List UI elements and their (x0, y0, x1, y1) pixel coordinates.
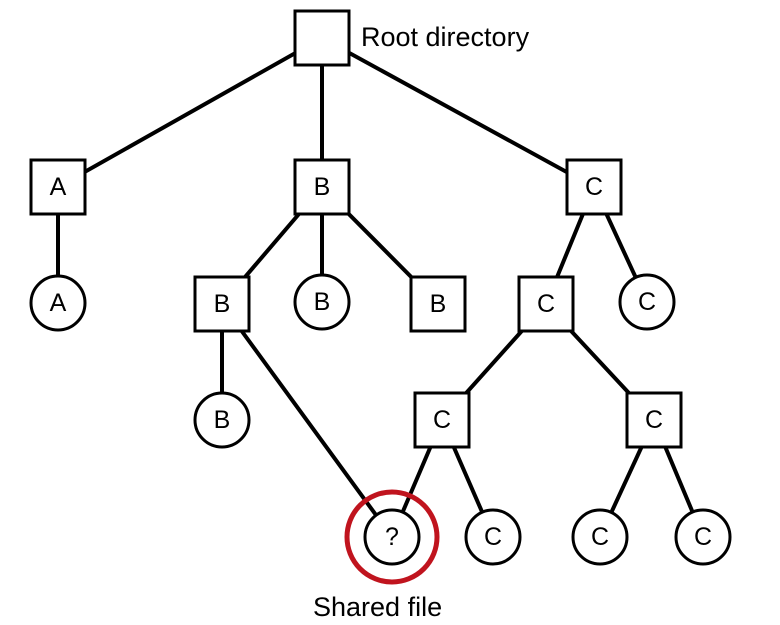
node-label: B (214, 290, 231, 318)
directory-node-dir-a: A (29, 158, 87, 216)
directory-box (625, 391, 683, 449)
shared-file-highlight-ring (344, 489, 440, 585)
file-circle (571, 508, 629, 566)
file-node-file-c3: C (571, 508, 629, 566)
directory-node-dir-c: C (565, 158, 623, 216)
directory-box (517, 275, 575, 333)
node-label: C (585, 173, 603, 201)
node-label: C (433, 406, 451, 434)
node-label: C (638, 288, 656, 316)
directory-box (193, 275, 251, 333)
file-node-file-b2: B (193, 391, 251, 449)
file-circle (674, 508, 732, 566)
directory-box (565, 158, 623, 216)
directory-box (293, 9, 351, 67)
file-node-file-c4: C (674, 508, 732, 566)
directory-node-dir-b2: B (409, 275, 467, 333)
node-label: ? (385, 523, 399, 551)
file-circle (464, 508, 522, 566)
node-label: C (694, 523, 712, 551)
root-directory-label: Root directory (361, 22, 530, 52)
node-label: C (645, 406, 663, 434)
directory-node-dir-c3: C (625, 391, 683, 449)
node-label: A (50, 289, 67, 317)
node-label: B (214, 406, 231, 434)
edges (56, 36, 705, 539)
directory-node-dir-c2: C (413, 391, 471, 449)
node-label: A (50, 173, 67, 201)
node-label: C (591, 523, 609, 551)
directory-node-dir-c1: C (517, 275, 575, 333)
file-node-file-c1: C (618, 273, 676, 331)
file-circle (363, 508, 421, 566)
directory-box (413, 391, 471, 449)
file-node-file-c2: C (464, 508, 522, 566)
node-label: B (314, 288, 331, 316)
node-label: C (484, 523, 502, 551)
directory-node-dir-b1: B (193, 275, 251, 333)
directory-node-root (293, 9, 351, 67)
directory-node-dir-b: B (293, 158, 351, 216)
file-circle (618, 273, 676, 331)
file-circle (293, 273, 351, 331)
file-node-file-b1: B (293, 273, 351, 331)
node-label: C (537, 290, 555, 318)
file-node-shared-file: ? (344, 489, 440, 585)
directory-box (29, 158, 87, 216)
directory-box (293, 158, 351, 216)
edge-dir-b1-to-shared-file (220, 302, 394, 539)
file-circle (29, 274, 87, 332)
node-label: B (430, 290, 447, 318)
file-circle (193, 391, 251, 449)
edge-root-to-dir-a (56, 36, 324, 189)
file-node-file-a: A (29, 274, 87, 332)
node-label: B (314, 173, 331, 201)
directory-box (409, 275, 467, 333)
nodes: A B C A B B B B C C C C? C C C (29, 9, 732, 585)
shared-file-label: Shared file (313, 592, 443, 622)
edge-root-to-dir-c (320, 36, 596, 189)
